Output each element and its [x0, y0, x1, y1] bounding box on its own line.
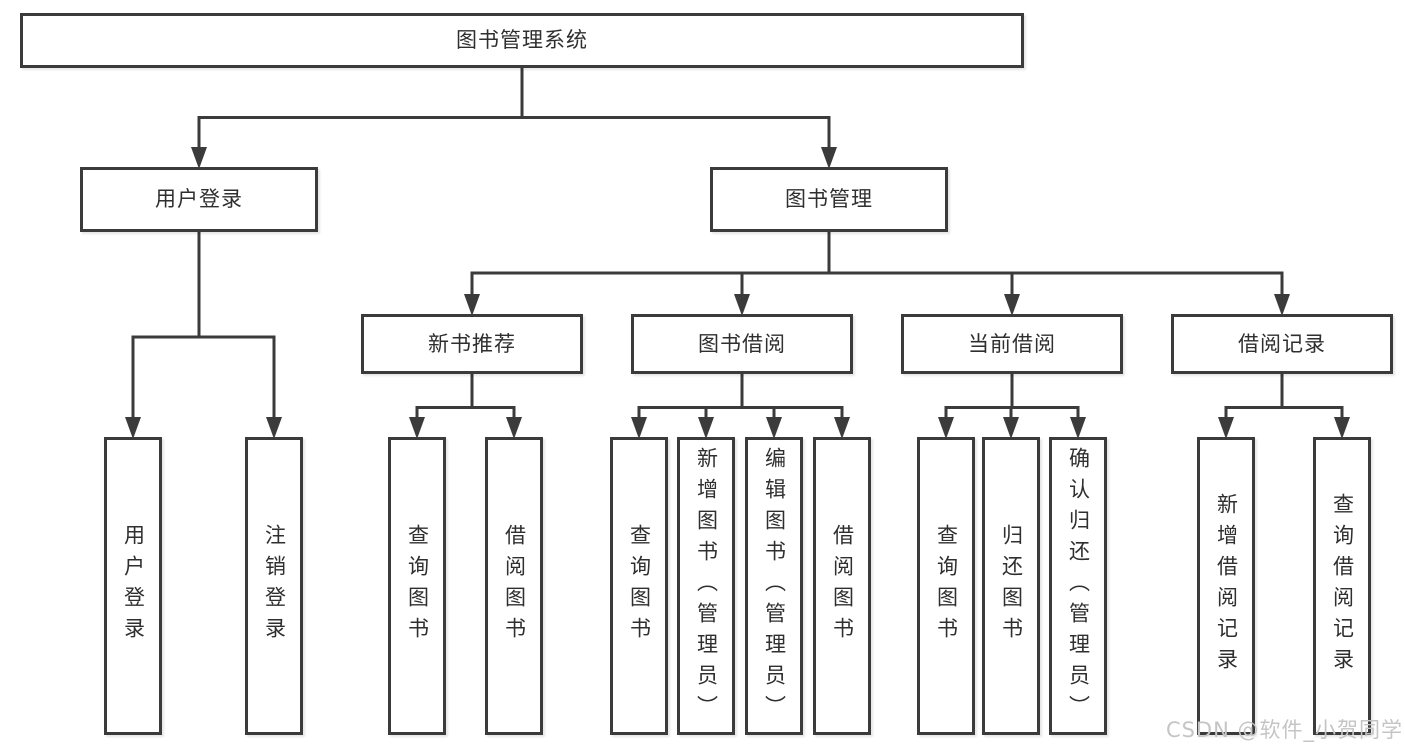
connector-user-login-bus	[131, 335, 276, 420]
connector-book-borrow-bus	[637, 374, 844, 420]
connector-borrow-records-bus	[1224, 374, 1344, 420]
node-leaf-logout: 注销登录	[245, 437, 303, 735]
node-leaf-borrow-books: 借阅图书	[813, 437, 871, 735]
node-leaf-query-books-borrow: 查询图书	[610, 437, 668, 735]
node-borrowing-records: 借阅记录	[1171, 314, 1393, 374]
node-leaf-confirm-return-admin: 确认归还（管理员）	[1049, 437, 1107, 735]
arrow-down-icon	[1003, 417, 1019, 439]
arrow-down-icon	[506, 417, 522, 439]
node-leaf-add-borrow-record: 新增借阅记录	[1197, 437, 1255, 735]
arrow-down-icon	[1004, 294, 1020, 316]
node-leaf-query-borrow-record: 查询借阅记录	[1313, 437, 1371, 735]
node-book-borrowing: 图书借阅	[631, 314, 853, 374]
arrow-down-icon	[1274, 294, 1290, 316]
arrow-down-icon	[409, 417, 425, 439]
arrow-down-icon	[191, 147, 207, 169]
arrow-down-icon	[734, 294, 750, 316]
node-leaf-user-login: 用户登录	[104, 437, 162, 735]
arrow-down-icon	[1218, 417, 1234, 439]
node-book-management-system: 图书管理系统	[20, 13, 1024, 68]
arrow-down-icon	[631, 417, 647, 439]
node-leaf-add-books-admin: 新增图书（管理员）	[677, 437, 735, 735]
arrow-down-icon	[766, 417, 782, 439]
connector-current-borrow-bus	[944, 374, 1080, 420]
node-leaf-query-books-recommend: 查询图书	[388, 437, 446, 735]
arrow-down-icon	[1070, 417, 1086, 439]
arrow-down-icon	[266, 417, 282, 439]
node-user-login: 用户登录	[80, 167, 318, 232]
arrow-down-icon	[834, 417, 850, 439]
connector-new-book-bus	[415, 374, 516, 420]
connector-level1-bus	[197, 116, 831, 150]
arrow-down-icon	[125, 417, 141, 439]
arrow-down-icon	[464, 294, 480, 316]
arrow-down-icon	[698, 417, 714, 439]
node-leaf-query-books-current: 查询图书	[917, 437, 975, 735]
connector-level2-bus	[470, 271, 1284, 297]
arrow-down-icon	[1334, 417, 1350, 439]
node-new-book-recommend: 新书推荐	[361, 314, 583, 374]
arrow-down-icon	[821, 147, 837, 169]
node-leaf-return-books: 归还图书	[982, 437, 1040, 735]
node-leaf-edit-books-admin: 编辑图书（管理员）	[745, 437, 803, 735]
node-book-management: 图书管理	[710, 167, 948, 232]
csdn-watermark: CSDN @软件_小贺同学	[1165, 718, 1403, 742]
node-current-borrowing: 当前借阅	[901, 314, 1123, 374]
node-leaf-borrow-books-recommend: 借阅图书	[485, 437, 543, 735]
arrow-down-icon	[938, 417, 954, 439]
